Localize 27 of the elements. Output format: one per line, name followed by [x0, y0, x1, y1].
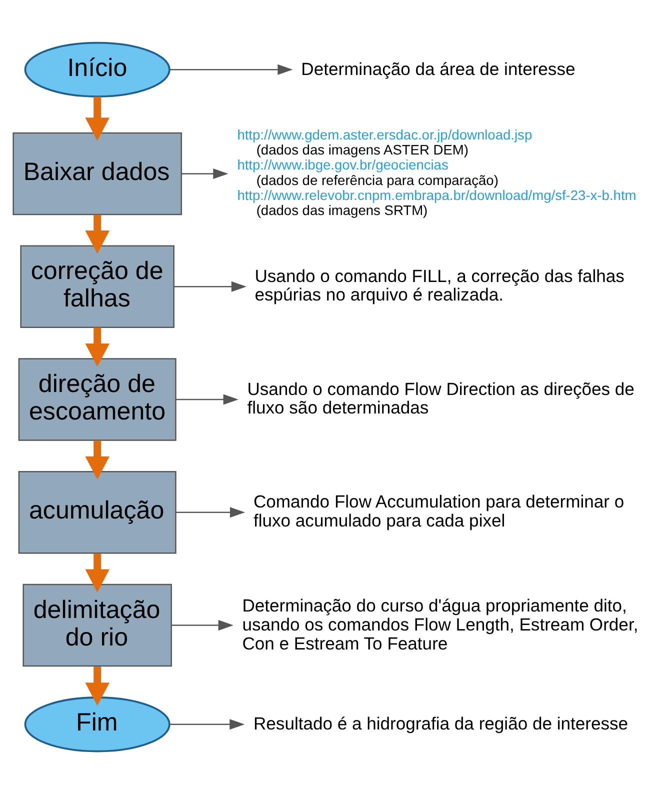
node-text: Comando Flow Accumulation para determinar o fluxo acumulado para cada pixel [253, 491, 624, 530]
node-text: Determinação da área de interesse [301, 58, 576, 78]
arrow [176, 506, 246, 518]
node-box: delimitação do rio [22, 583, 172, 666]
arrow [85, 96, 110, 140]
node-text: Determinação do curso d'água propriamente dito, usando os comandos Flow Length, Estream Order, Con e Estream To Feature [242, 595, 638, 653]
node-box: Baixar dados [12, 132, 182, 215]
node-box: direção de escoamento [18, 358, 176, 440]
node-box: correção de falhas [20, 244, 174, 328]
arrow [85, 327, 110, 366]
arrow [85, 552, 110, 592]
node-ellipse: Início [24, 41, 170, 97]
arrow [85, 214, 110, 254]
arrow [182, 168, 228, 179]
arrow [169, 64, 293, 74]
node-text: http://www.gdem.aster.ersdac.or.jp/download.jsp (dados das imagens ASTER DEM) http://www.ibge.gov.br/geociencias (dados de referência para comparação) http://www.relevobr.cnpm.embrapa.br/download/mg/sf-23-x-b.htm (dados das imagens SRTM) [237, 127, 636, 218]
arrow [85, 440, 110, 479]
node-text: Resultado é a hidrografia da região de interesse [253, 713, 628, 734]
node-text: Usando o comando FILL, a correção das falhas espúrias no arquivo é realizada. [254, 265, 624, 304]
arrow [174, 280, 246, 292]
arrow [172, 620, 234, 630]
node-box: acumulação [18, 470, 176, 554]
node-ellipse: Fim [24, 696, 170, 752]
arrow [176, 394, 238, 404]
arrow [85, 666, 110, 706]
arrow [169, 718, 245, 730]
node-text: Usando o comando Flow Direction as direções de fluxo são determinadas [247, 378, 634, 418]
